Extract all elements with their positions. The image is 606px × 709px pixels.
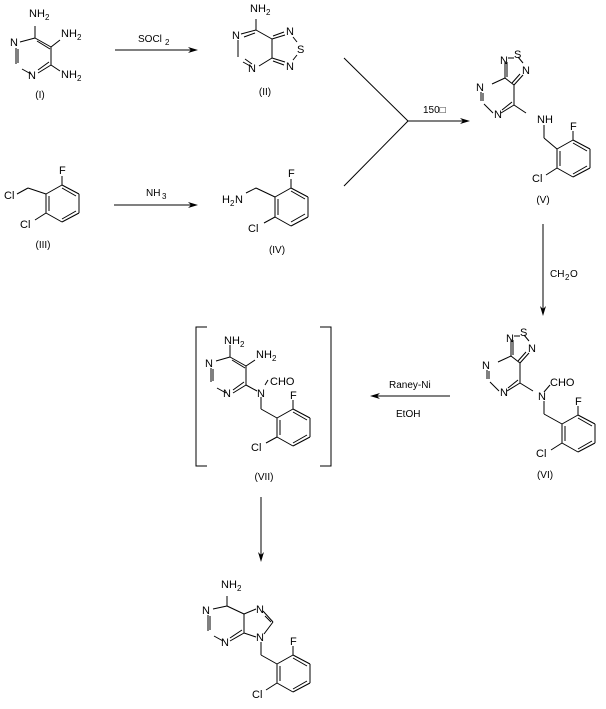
atom-f: F — [288, 168, 295, 180]
atom-n: N — [286, 61, 294, 73]
arrow-VII-to-final — [258, 497, 264, 562]
atom-n: N — [202, 605, 210, 617]
atom-f: F — [59, 165, 66, 177]
reagent-nh3: NH — [146, 188, 160, 199]
compound-label: (VII) — [255, 472, 274, 483]
sub-2: 2 — [230, 199, 235, 208]
atom-nh2-mid: NH — [256, 349, 272, 361]
atom-cho: CHO — [550, 377, 575, 389]
atom-n: N — [500, 387, 508, 399]
sub-2: 2 — [77, 74, 82, 83]
left-bracket — [195, 326, 207, 467]
atom-n: N — [482, 360, 490, 372]
atom-n: N — [28, 70, 36, 82]
atom-cl: Cl — [252, 689, 262, 701]
atom-n: N — [500, 55, 508, 67]
compound-label: (V) — [536, 195, 549, 206]
compound-label: (I) — [35, 90, 44, 101]
compound-label: (VI) — [537, 470, 553, 481]
atom-n: N — [286, 26, 294, 38]
sub-2: 2 — [240, 340, 245, 349]
sub-2: 2 — [266, 8, 271, 17]
atom-nh2-top: NH — [29, 8, 45, 20]
compound-V: N S N N N NH F Cl (V) — [476, 49, 591, 206]
atom-n: N — [223, 388, 231, 400]
atom-nh2: NH — [221, 579, 237, 591]
arrow-converge-to-V: 150□ — [343, 57, 470, 187]
compound-II: NH 2 N N N S N (II) — [232, 3, 304, 98]
atom-h: H — [222, 194, 230, 206]
atom-cho: CHO — [270, 376, 295, 388]
reagent-sub: 2 — [165, 38, 170, 47]
atom-n: N — [528, 343, 536, 355]
compound-IV: F H 2 N Cl (IV) — [222, 168, 309, 256]
atom-n: N — [232, 30, 240, 42]
arrow-III-to-IV: NH 3 — [114, 188, 198, 208]
arrow-I-to-II: SOCl 2 — [115, 34, 198, 53]
compound-label: (II) — [259, 87, 271, 98]
atom-n: N — [494, 109, 502, 121]
reagent-sub: 2 — [565, 273, 570, 282]
compound-final: NH 2 N N N N F Cl — [202, 579, 311, 701]
atom-f: F — [290, 390, 297, 402]
atom-nh2: NH — [250, 3, 266, 15]
reagent-sub: 3 — [162, 192, 167, 201]
atom-n: N — [538, 391, 546, 403]
atom-f: F — [290, 636, 297, 648]
condition-temperature: 150□ — [423, 105, 446, 116]
atom-s: S — [514, 49, 521, 61]
compound-I: NH 2 N NH 2 N NH 2 (I) — [10, 8, 82, 101]
atom-s: S — [520, 327, 527, 339]
arrow-VI-to-VII: Raney-Ni EtOH — [370, 380, 450, 420]
atom-f: F — [570, 121, 577, 133]
atom-n: N — [235, 194, 243, 206]
atom-s: S — [297, 44, 304, 56]
atom-cl: Cl — [4, 190, 14, 202]
right-bracket — [320, 326, 332, 467]
atom-n: N — [248, 63, 256, 75]
atom-cl: Cl — [532, 173, 542, 185]
arrow-V-to-VI: CH 2 O — [540, 224, 578, 316]
atom-cl: Cl — [20, 219, 30, 231]
sub-2: 2 — [77, 33, 82, 42]
sub-2: 2 — [272, 354, 277, 363]
compound-label: (IV) — [269, 245, 285, 256]
compound-VII: NH 2 NH 2 N N N CHO F Cl (VII) — [195, 326, 332, 483]
sub-2: 2 — [45, 13, 50, 22]
reagent-socl2: SOCl — [138, 34, 162, 45]
atom-cl: Cl — [536, 448, 546, 460]
atom-nh2-mid: NH — [61, 28, 77, 40]
atom-n: N — [476, 82, 484, 94]
atom-nh2-bot: NH — [61, 69, 77, 81]
atom-f: F — [575, 396, 582, 408]
compound-III: F Cl Cl (III) — [4, 165, 80, 251]
atom-n: N — [205, 358, 213, 370]
reagent-ch2o-pre: CH — [550, 269, 564, 280]
atom-n: N — [257, 388, 265, 400]
reagent-etoh: EtOH — [396, 409, 420, 420]
atom-n: N — [522, 65, 530, 77]
atom-cl: Cl — [248, 223, 258, 235]
sub-2: 2 — [237, 584, 242, 593]
compound-VI: N S N N N N CHO F Cl (VI) — [482, 327, 596, 481]
atom-n: N — [506, 333, 514, 345]
compound-label: (III) — [36, 240, 51, 251]
atom-n9: N — [256, 632, 264, 644]
atom-n: N — [10, 37, 18, 49]
atom-nh2-top: NH — [224, 335, 240, 347]
atom-n: N — [221, 637, 229, 649]
atom-n7: N — [256, 604, 264, 616]
reagent-ch2o-post: O — [570, 269, 578, 280]
reagent-raney-ni: Raney-Ni — [389, 380, 431, 391]
atom-cl: Cl — [251, 442, 261, 454]
atom-nh: NH — [537, 114, 553, 126]
